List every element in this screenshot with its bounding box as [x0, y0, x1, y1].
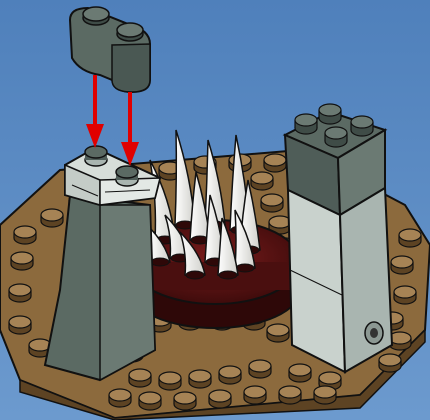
stud — [139, 392, 161, 410]
stud — [251, 172, 273, 190]
stud — [189, 370, 211, 388]
stud — [9, 284, 31, 302]
stud — [11, 252, 33, 270]
stud — [174, 392, 196, 410]
stud — [267, 324, 289, 342]
stud — [219, 366, 241, 384]
stud — [264, 154, 286, 172]
stud — [394, 286, 416, 304]
stud — [129, 369, 151, 387]
stud — [391, 256, 413, 274]
stud — [295, 114, 317, 134]
stud — [159, 372, 181, 390]
stud — [289, 364, 311, 382]
stud — [319, 104, 341, 124]
stud — [279, 386, 301, 404]
tower-right — [285, 104, 392, 372]
stud — [351, 116, 373, 136]
stud — [41, 209, 63, 227]
stud — [9, 316, 31, 334]
stud — [314, 386, 336, 404]
stud — [261, 194, 283, 212]
stud — [14, 226, 36, 244]
stud — [325, 127, 347, 147]
stud — [399, 229, 421, 247]
stud — [109, 389, 131, 407]
stud — [249, 360, 271, 378]
stud — [244, 386, 266, 404]
stud — [209, 390, 231, 408]
stud — [379, 354, 401, 372]
